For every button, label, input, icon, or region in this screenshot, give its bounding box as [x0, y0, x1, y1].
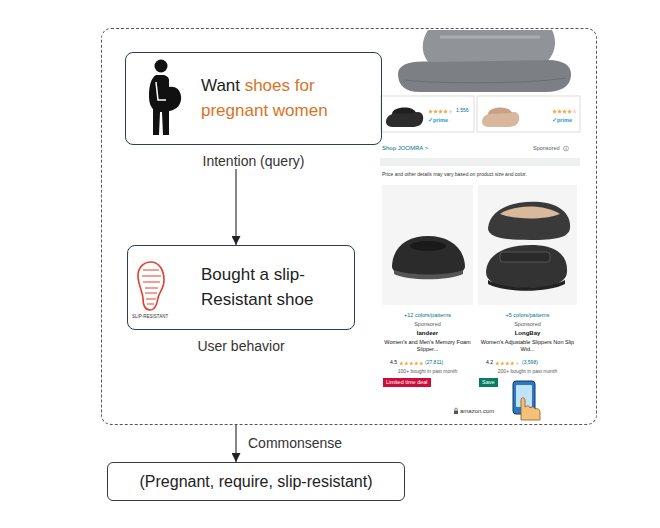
info-icon-stem	[566, 148, 567, 150]
sandal-sole-line	[404, 78, 566, 83]
product-title: Women's Adjustable Slippers Non Slip Wid…	[478, 339, 577, 353]
node-text: (Pregnant, require, slip-resistant)	[120, 472, 392, 491]
star	[495, 361, 500, 365]
node-text: Want	[201, 76, 240, 95]
sandal-sole	[398, 60, 571, 92]
box-text: Wantshoes for pregnant women	[201, 74, 371, 123]
product-image-ground	[382, 185, 473, 305]
lock-shackle	[455, 408, 457, 410]
pregnant-icon-head	[155, 60, 168, 73]
slipper-picture	[392, 236, 465, 278]
star	[572, 109, 577, 114]
prime-badge: ✓prime	[428, 117, 448, 124]
color-options: +5 colors/patterns	[478, 312, 577, 319]
star	[438, 109, 443, 114]
slipper-lining	[500, 207, 560, 219]
rating-value: 4.2	[486, 359, 493, 365]
star	[567, 109, 572, 114]
thumbnail-sandal	[482, 112, 519, 127]
icon-caption: SLIP-RESISTANT	[132, 314, 168, 319]
pregnant-icon-body	[149, 75, 181, 135]
star	[428, 109, 433, 114]
thumbnail-card	[381, 96, 474, 132]
rating-value: 4.5	[390, 359, 397, 365]
info-icon-dot	[565, 146, 567, 148]
deal-badge: Limited time deal	[383, 378, 431, 387]
edge-label: Commonsense	[246, 435, 344, 451]
price-note: Price and other details may vary based o…	[382, 171, 527, 177]
slipper-opening	[410, 241, 446, 251]
box-caption: Intention (query)	[125, 153, 382, 169]
thumbnail-card	[477, 96, 580, 132]
star	[433, 109, 438, 114]
slipper-picture	[486, 245, 567, 288]
sponsored-tag: Sponsored	[478, 321, 577, 328]
thumbnail-sandal	[386, 112, 423, 127]
star	[448, 109, 453, 114]
sales-note: 200+ bought in past month	[478, 368, 577, 374]
rating-count: (27,811)	[425, 359, 443, 365]
site-url: amazon.com	[460, 408, 494, 416]
shop-link: Shop JOOMRA >	[382, 145, 428, 153]
star	[443, 109, 448, 114]
star	[515, 361, 520, 365]
color-options: +12 colors/patterns	[382, 312, 473, 319]
prime-badge: ✓prime	[552, 117, 572, 124]
lock-icon	[454, 411, 458, 415]
box-caption: User behavior	[127, 338, 355, 354]
star	[510, 361, 515, 365]
rating-count: (3,598)	[522, 359, 538, 365]
sales-note: 100+ bought in past month	[382, 368, 473, 374]
brand-name: Iandeer	[382, 330, 473, 338]
product-image-ground	[478, 185, 577, 305]
behavior-box: Bought a slip-Resistant shoeUser behavio…	[127, 245, 355, 354]
slipper-strap	[500, 252, 550, 262]
commonsense-box: (Pregnant, require, slip-resistant)	[107, 462, 405, 501]
star	[409, 361, 414, 365]
flow-arrow	[235, 425, 236, 462]
sandal-highlight	[440, 36, 540, 39]
star	[552, 109, 557, 114]
sponsored-tag: Sponsored	[533, 145, 560, 152]
slipper-sole	[394, 270, 463, 279]
separator-band	[380, 158, 580, 166]
slipper-sole	[488, 280, 565, 291]
star	[414, 361, 419, 365]
save-badge: Save	[479, 378, 498, 387]
star	[419, 361, 424, 365]
screenshot-region: 1,556✓prime✓primeShop JOOMRA >SponsoredP…	[101, 28, 597, 425]
hand-icon	[521, 398, 540, 420]
rounded-box: Wantshoes for pregnant women	[125, 52, 382, 145]
star	[562, 109, 567, 114]
flow-arrow	[235, 169, 236, 245]
slipper-picture	[488, 202, 570, 240]
brand-name: LongBay	[478, 330, 577, 338]
intention-box: Wantshoes for pregnant womenIntention (q…	[125, 52, 382, 169]
box-text: Bought a slip-Resistant shoe	[201, 263, 344, 312]
sole-tread	[142, 270, 161, 304]
pregnant-icon-arm	[156, 82, 166, 100]
thumbnail-strap	[392, 107, 416, 114]
star	[399, 361, 404, 365]
star	[505, 361, 510, 365]
thumbnail-strap	[488, 107, 512, 114]
product-title: Women's and Men's Memory Foam Slipper...	[382, 339, 473, 353]
review-count: 1,556	[456, 107, 469, 113]
star	[557, 109, 562, 114]
info-icon	[564, 146, 569, 151]
star	[500, 361, 505, 365]
sole-icon	[138, 262, 164, 310]
star	[404, 361, 409, 365]
node-text: Bought a slip-Resistant shoe	[201, 265, 313, 309]
sponsored-tag: Sponsored	[382, 321, 473, 328]
